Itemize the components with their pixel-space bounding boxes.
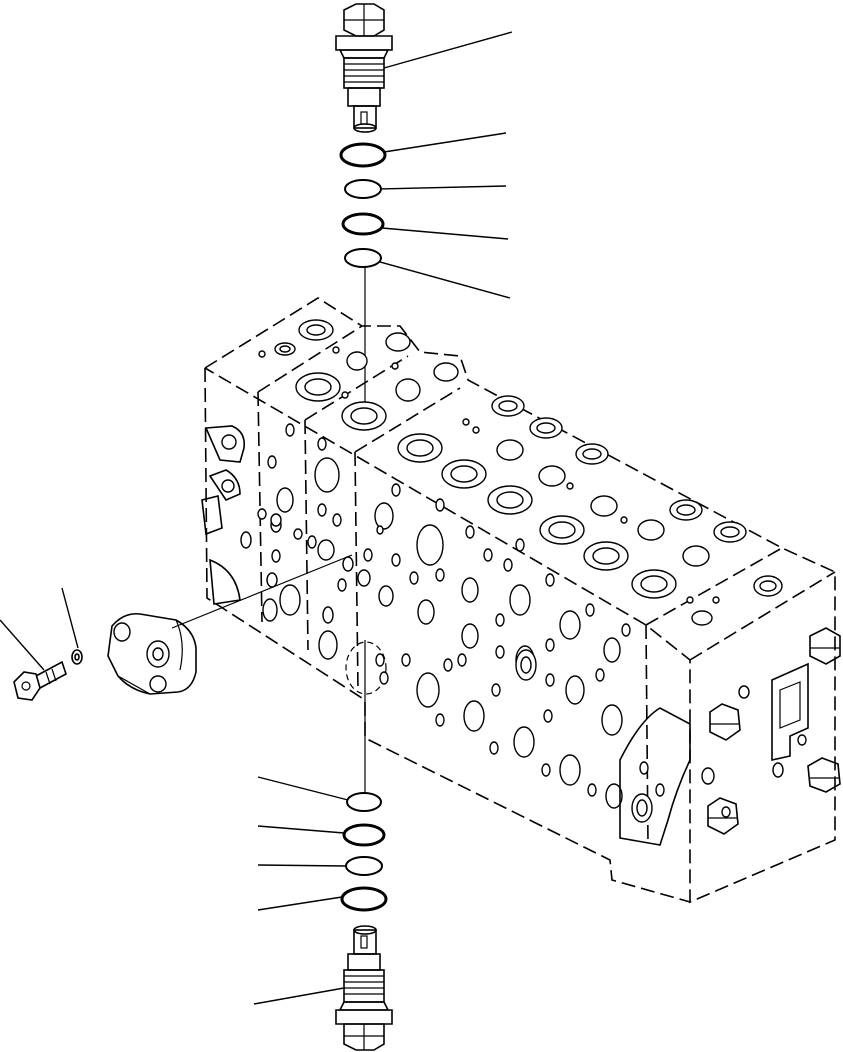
- o-ring-1: [339, 142, 387, 168]
- plug-bottom: [707, 797, 739, 835]
- upper-seal-rings: [339, 142, 387, 268]
- leader-backup-ring-3: [257, 776, 349, 801]
- left-end-bosses: [201, 425, 252, 605]
- leader-o-ring-1: [383, 132, 507, 153]
- plug-mid-right: [709, 703, 741, 741]
- left-cover-assembly: [13, 554, 353, 701]
- leader-backup-ring-1: [379, 185, 507, 190]
- leader-lines: [0, 31, 513, 1005]
- lower-seal-rings: [340, 792, 388, 912]
- end-cover: [107, 612, 197, 695]
- hex-bolt: [13, 660, 67, 701]
- backup-ring-3: [346, 792, 382, 812]
- side-face-ports: [257, 423, 665, 809]
- plug-lower-right: [807, 757, 841, 793]
- backup-ring-2: [344, 248, 382, 268]
- leader-o-ring-4: [257, 896, 343, 911]
- backup-ring-4: [345, 856, 383, 876]
- top-valve-cartridge: [335, 3, 393, 133]
- o-ring-2: [341, 212, 385, 236]
- leader-o-ring-2: [381, 227, 509, 240]
- washer: [71, 649, 83, 665]
- leader-bottom-cartridge: [253, 987, 345, 1005]
- o-ring-4: [340, 886, 388, 912]
- control-valve-body: [204, 297, 836, 904]
- plug-upper-right: [809, 627, 841, 665]
- top-face-ports: [258, 319, 783, 626]
- leader-washer: [61, 587, 79, 649]
- leader-backup-ring-2: [379, 261, 511, 299]
- o-ring-3: [342, 823, 386, 847]
- leader-top-cartridge: [383, 31, 513, 69]
- bottom-valve-cartridge: [335, 925, 393, 1051]
- backup-ring-1: [344, 179, 382, 199]
- leader-o-ring-3: [257, 825, 345, 834]
- leader-backup-ring-4: [257, 864, 347, 867]
- leader-bolt: [0, 619, 45, 671]
- right-end-plugs: [619, 627, 841, 846]
